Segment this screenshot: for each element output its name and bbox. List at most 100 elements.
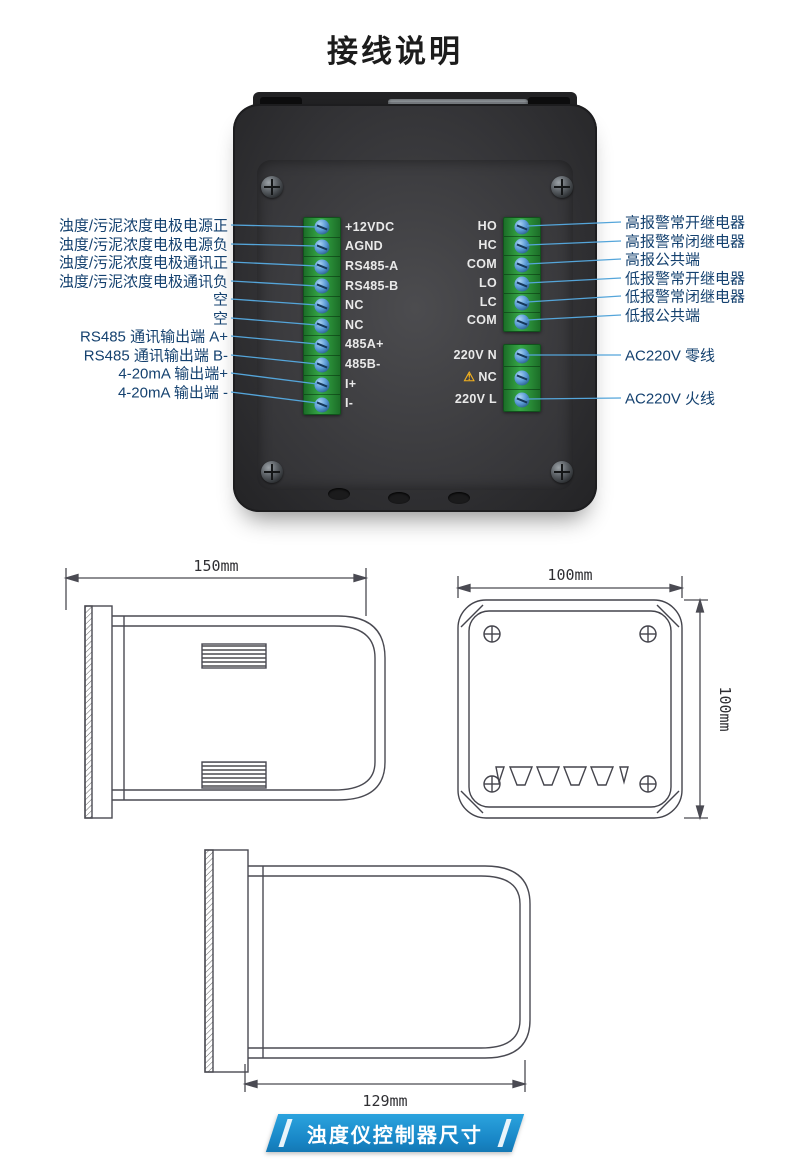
right-wiring-label-4: 低报警常开继电器 — [625, 270, 746, 288]
terminal-cell — [304, 257, 340, 278]
left-wiring-label-3: 浊度/污泥浓度电极通讯正 — [58, 254, 228, 272]
right-wiring-label-6: 低报公共端 — [625, 307, 701, 325]
controller-back-panel — [233, 104, 597, 512]
side-view-outline — [84, 605, 386, 819]
dimension-drawing-depth-view: 129mm — [204, 849, 531, 1110]
left-wiring-label-2: 浊度/污泥浓度电极电源负 — [58, 236, 228, 254]
left-wiring-label-7: RS485 通讯输出端 A+ — [80, 328, 228, 346]
dimension-lines-bottom — [242, 1060, 528, 1092]
terminal-cell — [504, 218, 540, 237]
terminal-cell — [304, 297, 340, 317]
terminal-cell — [304, 317, 340, 337]
terminal-screw — [514, 295, 530, 311]
right-wiring-label-1: 高报警常开继电器 — [625, 214, 746, 232]
terminal-label-hc: HC — [478, 238, 497, 252]
footer-banner-text: 浊度仪控制器尺寸 — [307, 1124, 483, 1147]
knockout-hole — [388, 492, 410, 504]
dimension-value-panel-width: 100mm — [547, 566, 592, 584]
terminal-label-lo: LO — [479, 276, 497, 290]
terminal-screw — [514, 392, 530, 408]
terminal-label-485a: 485A+ — [345, 337, 384, 351]
terminal-screw — [314, 259, 330, 275]
terminal-cell — [304, 376, 340, 396]
terminal-screw — [314, 377, 330, 393]
dimension-lines-right — [684, 597, 708, 821]
corner-screw-br — [551, 461, 573, 483]
terminal-cell — [304, 356, 340, 376]
terminal-label-agnd: AGND — [345, 239, 384, 253]
page-title: 接线说明 — [327, 34, 463, 69]
terminal-label-nc-text: NC — [478, 370, 497, 384]
corner-screw-tl — [261, 176, 283, 198]
terminal-label-220vl: 220V L — [454, 392, 497, 406]
terminal-label-rs485b: RS485-B — [345, 279, 399, 293]
footer-banner: 浊度仪控制器尺寸 — [265, 1114, 525, 1152]
terminal-cell — [304, 277, 340, 297]
knockout-hole — [328, 488, 350, 500]
terminal-cell — [304, 395, 340, 414]
terminal-cell — [304, 238, 340, 258]
terminal-label-ho: HO — [477, 219, 497, 233]
corner-screw-bl — [261, 461, 283, 483]
terminal-screw — [314, 239, 330, 255]
terminal-screw — [514, 314, 530, 330]
dimension-lines-top — [455, 576, 685, 598]
dimension-value-width: 150mm — [193, 557, 238, 575]
terminal-label-485b: 485B- — [345, 357, 381, 371]
terminal-screw — [314, 298, 330, 314]
terminal-cell — [504, 294, 540, 313]
terminal-screw — [314, 318, 330, 334]
corner-screw-tr — [551, 176, 573, 198]
terminal-screw — [514, 348, 530, 364]
left-wiring-label-1: 浊度/污泥浓度电极电源正 — [58, 217, 228, 235]
left-wiring-label-10: 4-20mA 输出端 - — [117, 384, 228, 402]
terminal-label-nc2: NC — [345, 318, 364, 332]
terminal-cell — [504, 390, 540, 411]
power-wiring-label-1: AC220V 零线 — [625, 347, 716, 365]
terminal-label-lc: LC — [479, 295, 497, 309]
depth-view-outline — [204, 849, 531, 1073]
right-wiring-label-3: 高报公共端 — [625, 251, 701, 269]
relay-terminal-block — [503, 217, 541, 332]
banner-stripe-left — [278, 1119, 293, 1147]
power-wiring-label-2: AC220V 火线 — [625, 390, 716, 408]
terminal-screw — [514, 257, 530, 273]
terminal-label-iminus: I- — [345, 396, 354, 410]
terminal-label-nc1: NC — [345, 298, 364, 312]
terminal-screw — [314, 357, 330, 373]
dimension-drawing-back-view: 100mm 100mm — [455, 566, 734, 821]
terminal-cell — [304, 218, 340, 238]
banner-stripe-right — [497, 1119, 512, 1147]
left-wiring-label-4: 浊度/污泥浓度电极通讯负 — [58, 273, 228, 291]
warning-icon: ⚠ — [463, 369, 476, 384]
signal-terminal-block — [303, 217, 341, 415]
back-view-outline — [457, 599, 683, 819]
right-wiring-label-2: 高报警常闭继电器 — [625, 233, 746, 251]
terminal-label-220vn: 220V N — [453, 348, 497, 362]
terminal-screw — [514, 219, 530, 235]
left-wiring-label-5: 空 — [212, 291, 228, 309]
dimension-value-panel-height: 100mm — [716, 686, 734, 731]
terminal-cell — [504, 275, 540, 294]
terminal-cell — [304, 336, 340, 356]
terminal-cell — [504, 367, 540, 390]
right-wiring-label-5: 低报警常闭继电器 — [625, 288, 746, 306]
terminal-cell — [504, 345, 540, 368]
left-wiring-label-8: RS485 通讯输出端 B- — [83, 347, 228, 365]
terminal-screw — [514, 238, 530, 254]
terminal-cell — [504, 256, 540, 275]
terminal-label-power-nc: ⚠NC — [463, 369, 497, 385]
power-terminal-block — [503, 344, 541, 412]
terminal-screw — [314, 338, 330, 354]
terminal-label-com2: COM — [466, 313, 497, 327]
knockout-hole — [448, 492, 470, 504]
terminal-cell — [504, 313, 540, 331]
dimension-lines — [63, 568, 369, 616]
terminal-label-rs485a: RS485-A — [345, 259, 399, 273]
terminal-screw — [514, 276, 530, 292]
terminal-screw — [314, 397, 330, 413]
dimension-drawing-side-view: 150mm — [63, 557, 386, 819]
terminal-label-com1: COM — [466, 257, 497, 271]
terminal-cell — [504, 237, 540, 256]
